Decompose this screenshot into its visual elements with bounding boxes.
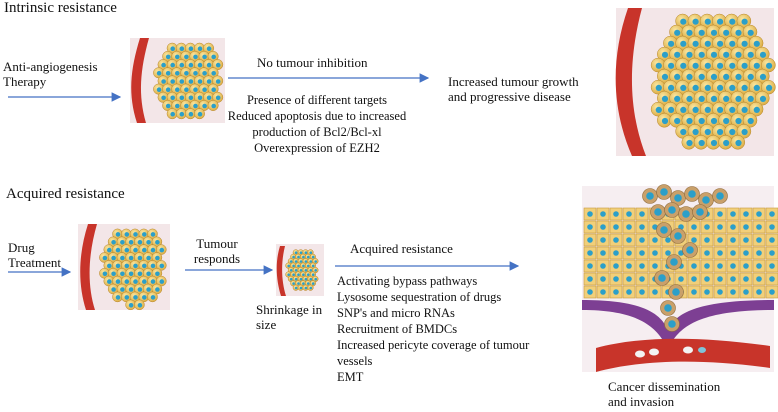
invasion-illustration (582, 184, 778, 372)
tumour-illustration-initial (130, 38, 225, 123)
shrink-label-line1: Shrinkage in (256, 302, 323, 317)
no-inhibition-label: No tumour inhibition (257, 55, 368, 70)
therapy-label-line2: Therapy (3, 74, 47, 89)
drug-label-line2: Treatment (8, 255, 61, 270)
acquired-mechanism-item: SNP's and micro RNAs (337, 306, 455, 320)
intrinsic-outcome-line2: and progressive disease (448, 89, 571, 104)
responds-label-line2: responds (193, 251, 241, 266)
intrinsic-mechanism-item: Overexpression of EZH2 (254, 141, 380, 155)
acquired-outcome-line2: and invasion (608, 394, 675, 409)
intrinsic-mechanism-item: Reduced apoptosis due to increased (227, 109, 407, 123)
acquired-resistance-title: Acquired resistance (350, 241, 453, 256)
drug-label-line1: Drug (8, 240, 35, 255)
acquired-mechanism-item: vessels (337, 354, 373, 368)
acquired-mechanism-item: Increased pericyte coverage of tumour (337, 338, 530, 352)
tumour-illustration-treated (78, 224, 170, 311)
responds-label-line1: Tumour (196, 236, 238, 251)
intrinsic-mechanism-list: Presence of different targets Reduced ap… (222, 92, 412, 156)
intrinsic-heading: Intrinsic resistance (4, 0, 117, 16)
acquired-mechanism-item: Lysosome sequestration of drugs (337, 290, 502, 304)
intrinsic-mechanism-item: Presence of different targets (246, 93, 388, 107)
acquired-mechanism-item: Recruitment of BMDCs (337, 322, 458, 336)
therapy-label-line1: Anti-angiogenesis (3, 59, 98, 74)
acquired-outcome-line1: Cancer dissemination (608, 379, 721, 394)
shrink-label-line2: size (256, 317, 277, 332)
acquired-mechanism-item: EMT (337, 370, 364, 384)
acquired-mechanism-list: Activating bypass pathways Lysosome sequ… (337, 273, 529, 385)
acquired-mechanism-item: Activating bypass pathways (337, 274, 478, 288)
tumour-illustration-growth (615, 8, 776, 156)
intrinsic-outcome-line1: Increased tumour growth (448, 74, 579, 89)
acquired-heading: Acquired resistance (6, 186, 125, 202)
intrinsic-mechanism-item: production of Bcl2/Bcl-xl (252, 125, 382, 139)
tumour-illustration-shrunk (276, 244, 324, 296)
